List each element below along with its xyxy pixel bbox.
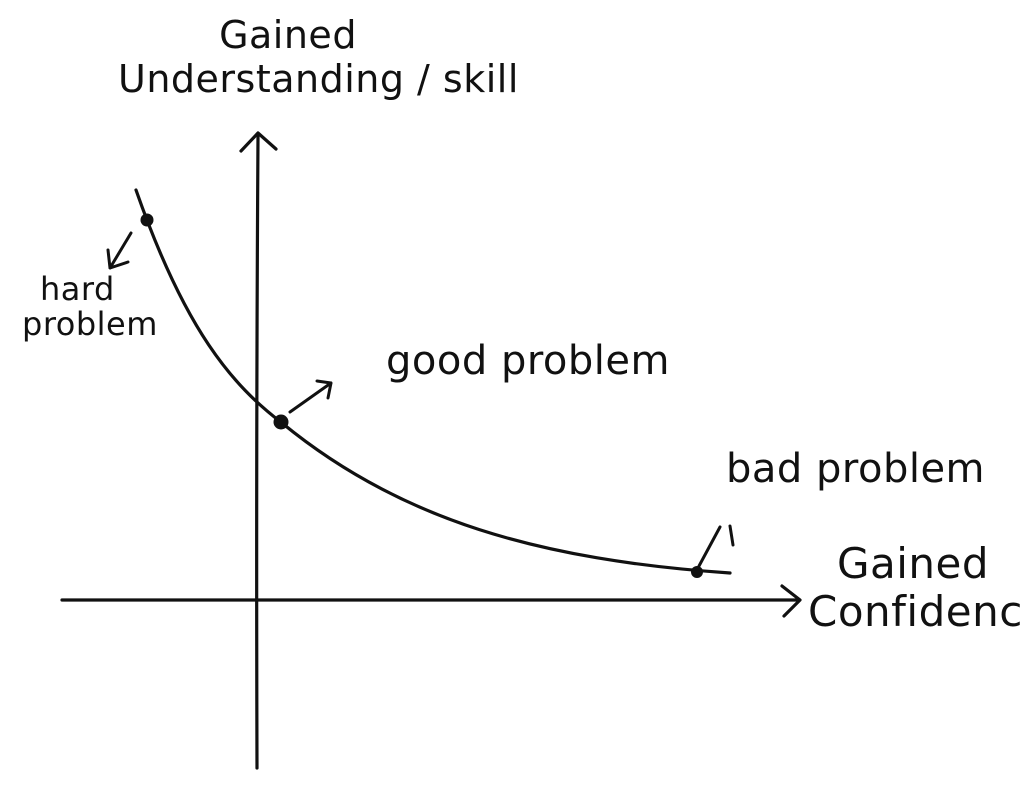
y-axis-arrowhead [239,131,278,153]
hard-problem-label: hard problem [22,270,158,344]
y-axis-line [255,134,260,770]
tradeoff-curve [134,188,732,575]
y-axis-label-line2: Understanding / skill [118,56,519,101]
hard-problem-arrow [106,231,133,270]
hard-problem-label-line2: problem [22,305,158,344]
hard-problem-point [140,213,154,227]
x-axis-line [60,597,798,602]
x-axis-label: Gained Confidence [808,539,1024,637]
x-axis-label-line1: Gained [836,539,990,588]
y-axis-label: Gained Understanding / skill [118,13,519,101]
x-axis-arrowhead [780,584,802,618]
hard-problem-label-line1: hard [40,270,115,308]
good-problem-point [273,414,289,430]
bad-problem-pointer [697,524,735,568]
good-problem-label: good problem [386,338,670,384]
y-axis-label-line1: Gained [219,13,357,57]
bad-problem-label: bad problem [726,446,986,492]
bad-problem-point [691,566,703,578]
good-problem-arrow [288,379,333,414]
x-axis-label-line2: Confidence [808,587,1024,637]
